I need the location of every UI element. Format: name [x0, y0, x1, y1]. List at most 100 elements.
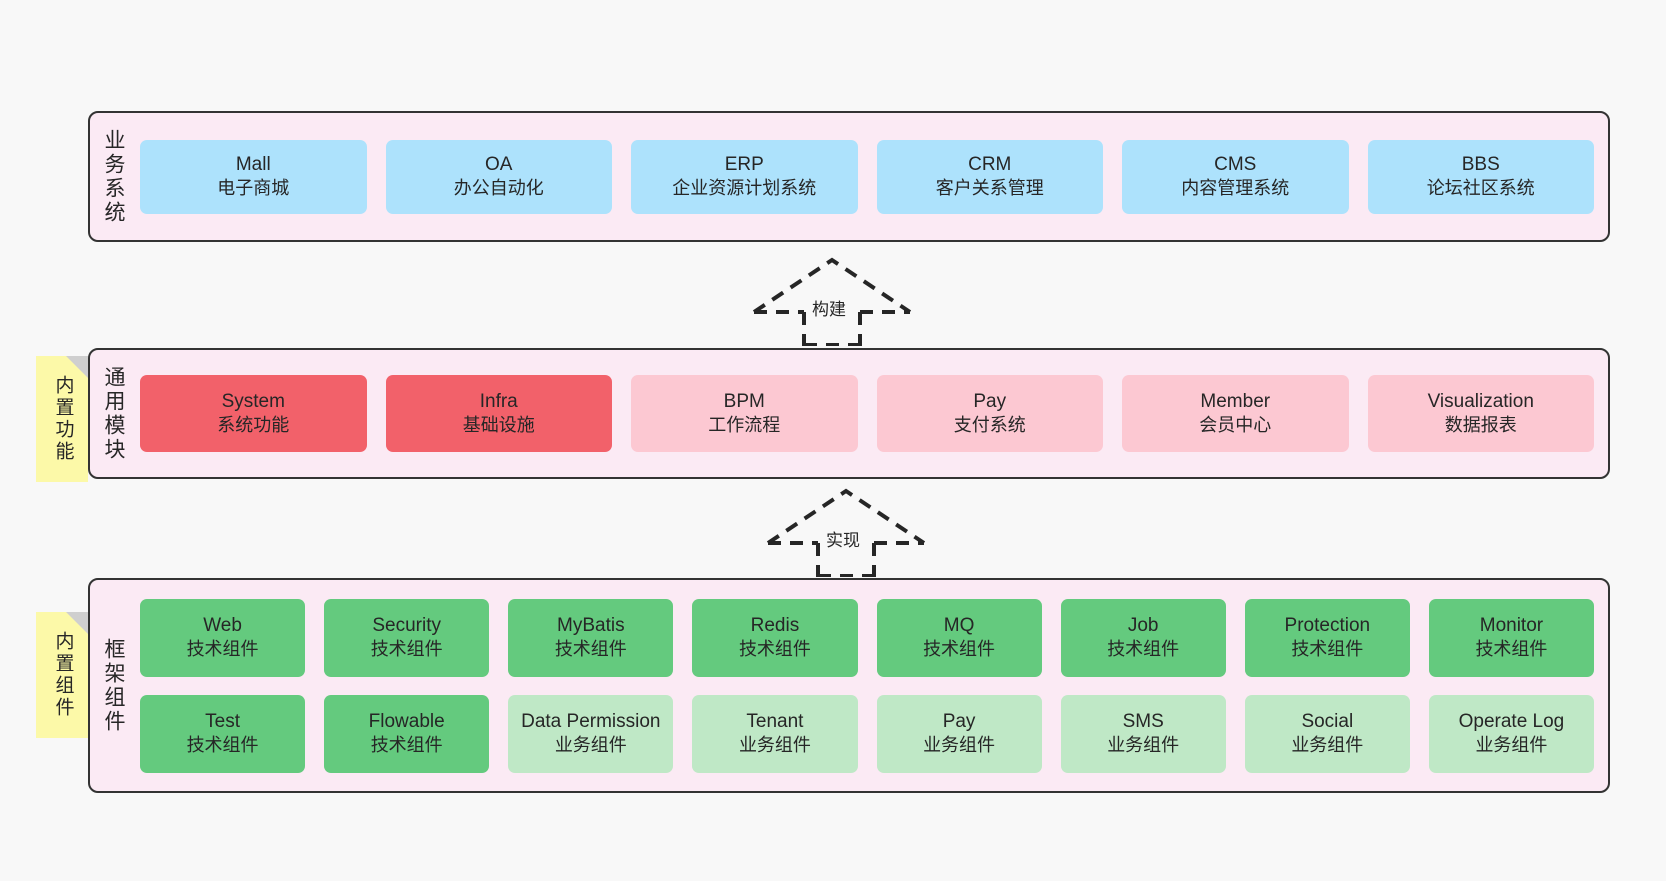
card-cms[interactable]: CMS 内容管理系统 — [1122, 139, 1349, 214]
layer-title-business-system: 业务系统 — [102, 128, 126, 225]
card-title: Test — [205, 711, 240, 733]
card-flowable[interactable]: Flowable 技术组件 — [324, 694, 490, 773]
card-erp[interactable]: ERP 企业资源计划系统 — [631, 139, 858, 214]
card-row: Mall 电子商城 OA 办公自动化 ERP 企业资源计划系统 CRM 客户关系… — [140, 139, 1594, 214]
card-test[interactable]: Test 技术组件 — [140, 694, 306, 773]
card-title: Web — [203, 615, 242, 637]
card-subtitle: 技术组件 — [1107, 639, 1180, 660]
card-job[interactable]: Job 技术组件 — [1060, 598, 1226, 677]
card-oa[interactable]: OA 办公自动化 — [385, 139, 612, 214]
card-title: Social — [1301, 711, 1354, 733]
card-row: System 系统功能 Infra 基础设施 BPM 工作流程 Pay 支付系统… — [140, 375, 1594, 452]
card-title: BPM — [723, 391, 765, 413]
card-title: ERP — [724, 154, 764, 176]
layer-title-common-module: 通用模块 — [102, 365, 126, 462]
card-operate-log[interactable]: Operate Log 业务组件 — [1428, 694, 1594, 773]
card-subtitle: 技术组件 — [186, 735, 259, 756]
card-protection[interactable]: Protection 技术组件 — [1244, 598, 1410, 677]
note-builtin-component: 内置组件 — [36, 612, 88, 738]
card-subtitle: 电子商城 — [217, 178, 290, 199]
card-tenant[interactable]: Tenant 业务组件 — [692, 694, 858, 773]
card-title: Data Permission — [521, 711, 661, 733]
card-title: System — [221, 391, 285, 413]
card-redis[interactable]: Redis 技术组件 — [692, 598, 858, 677]
card-social[interactable]: Social 业务组件 — [1244, 694, 1410, 773]
card-subtitle: 企业资源计划系统 — [672, 178, 817, 199]
card-pay[interactable]: Pay 支付系统 — [876, 375, 1103, 452]
card-title: Operate Log — [1458, 711, 1565, 733]
card-subtitle: 技术组件 — [738, 639, 811, 660]
card-subtitle: 技术组件 — [186, 639, 259, 660]
card-subtitle: 技术组件 — [370, 735, 443, 756]
card-title: Visualization — [1427, 391, 1534, 413]
card-crm[interactable]: CRM 客户关系管理 — [876, 139, 1103, 214]
card-title: SMS — [1122, 711, 1164, 733]
card-bpm[interactable]: BPM 工作流程 — [631, 375, 858, 452]
card-subtitle: 技术组件 — [923, 639, 996, 660]
card-infra[interactable]: Infra 基础设施 — [385, 375, 612, 452]
card-title: MyBatis — [557, 615, 625, 637]
card-monitor[interactable]: Monitor 技术组件 — [1428, 598, 1594, 677]
card-bbs[interactable]: BBS 论坛社区系统 — [1367, 139, 1594, 214]
card-subtitle: 技术组件 — [370, 639, 443, 660]
build-arrow-icon — [752, 257, 912, 347]
card-title: Tenant — [746, 711, 804, 733]
card-sms[interactable]: SMS 业务组件 — [1060, 694, 1226, 773]
card-mq[interactable]: MQ 技术组件 — [876, 598, 1042, 677]
card-subtitle: 业务组件 — [1107, 735, 1180, 756]
card-title: Security — [372, 615, 441, 637]
card-title: BBS — [1461, 154, 1500, 176]
card-subtitle: 论坛社区系统 — [1426, 178, 1535, 199]
card-data-permission[interactable]: Data Permission 业务组件 — [508, 694, 674, 773]
card-subtitle: 客户关系管理 — [935, 178, 1044, 199]
note-builtin-function: 内置功能 — [36, 356, 88, 482]
card-row: Test 技术组件 Flowable 技术组件 Data Permission … — [140, 694, 1594, 773]
card-subtitle: 系统功能 — [217, 415, 290, 436]
card-subtitle: 支付系统 — [953, 415, 1026, 436]
layer-framework-component: 框架组件 Web 技术组件 Security 技术组件 MyBatis 技术组件… — [88, 578, 1610, 793]
card-subtitle: 业务组件 — [923, 735, 996, 756]
card-title: Protection — [1284, 615, 1371, 637]
card-subtitle: 业务组件 — [1291, 735, 1364, 756]
card-title: Job — [1127, 615, 1159, 637]
note-label: 内置组件 — [52, 631, 74, 719]
card-subtitle: 数据报表 — [1444, 415, 1517, 436]
card-subtitle: 业务组件 — [738, 735, 811, 756]
card-title: Infra — [479, 391, 518, 413]
layer-business-system: 业务系统 Mall 电子商城 OA 办公自动化 ERP 企业资源计划系统 CRM… — [88, 111, 1610, 242]
implement-arrow: 实现 — [766, 487, 926, 578]
card-title: Member — [1200, 391, 1271, 413]
implement-arrow-label: 实现 — [824, 526, 862, 551]
card-row: Web 技术组件 Security 技术组件 MyBatis 技术组件 Redi… — [140, 598, 1594, 677]
card-pay-business[interactable]: Pay 业务组件 — [876, 694, 1042, 773]
card-title: Redis — [750, 615, 800, 637]
build-arrow: 构建 — [752, 256, 912, 347]
card-web[interactable]: Web 技术组件 — [140, 598, 306, 677]
card-subtitle: 工作流程 — [708, 415, 781, 436]
implement-arrow-icon — [766, 488, 926, 578]
layer-body-business-system: Mall 电子商城 OA 办公自动化 ERP 企业资源计划系统 CRM 客户关系… — [136, 113, 1608, 240]
card-title: Mall — [235, 154, 271, 176]
card-system[interactable]: System 系统功能 — [140, 375, 367, 452]
layer-title-framework-component: 框架组件 — [102, 637, 126, 734]
note-label: 内置功能 — [52, 375, 74, 463]
card-mybatis[interactable]: MyBatis 技术组件 — [508, 598, 674, 677]
card-title: Pay — [973, 391, 1007, 413]
card-title: Pay — [942, 711, 976, 733]
card-subtitle: 技术组件 — [554, 639, 627, 660]
card-mall[interactable]: Mall 电子商城 — [140, 139, 367, 214]
card-subtitle: 会员中心 — [1199, 415, 1272, 436]
card-subtitle: 业务组件 — [1475, 735, 1548, 756]
card-title: Flowable — [368, 711, 445, 733]
card-security[interactable]: Security 技术组件 — [324, 598, 490, 677]
layer-common-module: 通用模块 System 系统功能 Infra 基础设施 BPM 工作流程 Pay… — [88, 348, 1610, 479]
card-title: MQ — [943, 615, 975, 637]
card-subtitle: 技术组件 — [1291, 639, 1364, 660]
card-title: CMS — [1214, 154, 1257, 176]
card-subtitle: 内容管理系统 — [1181, 178, 1290, 199]
build-arrow-label: 构建 — [810, 295, 848, 320]
card-member[interactable]: Member 会员中心 — [1122, 375, 1349, 452]
card-title: OA — [485, 154, 513, 176]
card-visualization[interactable]: Visualization 数据报表 — [1367, 375, 1594, 452]
